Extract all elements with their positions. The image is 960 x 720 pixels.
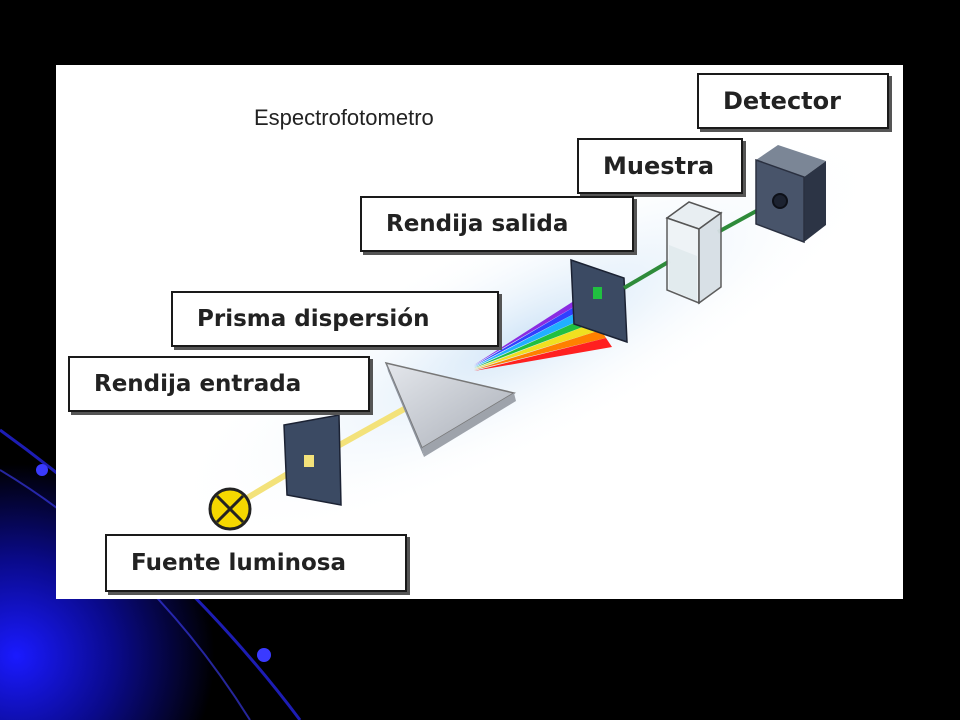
label-detector-text: Detector [723,87,841,115]
sample-beam [622,259,672,290]
bullet-dot-icon [257,648,271,662]
label-rendija-salida-text: Rendija salida [386,211,569,237]
spectrophotometer-diagram [166,128,886,542]
entrance-slit-icon [283,414,342,506]
label-rendija-entrada: Rendija entrada [68,356,370,412]
label-fuente: Fuente luminosa [105,534,407,592]
lamp-icon [208,487,252,531]
light-beam [334,405,408,450]
label-rendija-salida: Rendija salida [360,196,634,252]
bullet-dot-icon [36,464,48,476]
label-muestra-text: Muestra [603,152,715,180]
label-detector: Detector [697,73,889,129]
diagram-panel: Espectrofotometro Detector Muestra Rendi… [56,65,903,599]
label-muestra: Muestra [577,138,743,194]
spectrum-fan [474,290,612,371]
label-prisma-text: Prisma dispersión [197,306,430,332]
diagram-title: Espectrofotometro [254,105,434,130]
label-prisma: Prisma dispersión [171,291,499,347]
label-rendija-entrada-text: Rendija entrada [94,371,302,397]
label-fuente-text: Fuente luminosa [131,550,347,576]
exit-slit-icon [570,258,628,344]
detector-icon [755,145,826,244]
cuvette-icon [665,201,723,305]
prism-icon [384,361,516,457]
